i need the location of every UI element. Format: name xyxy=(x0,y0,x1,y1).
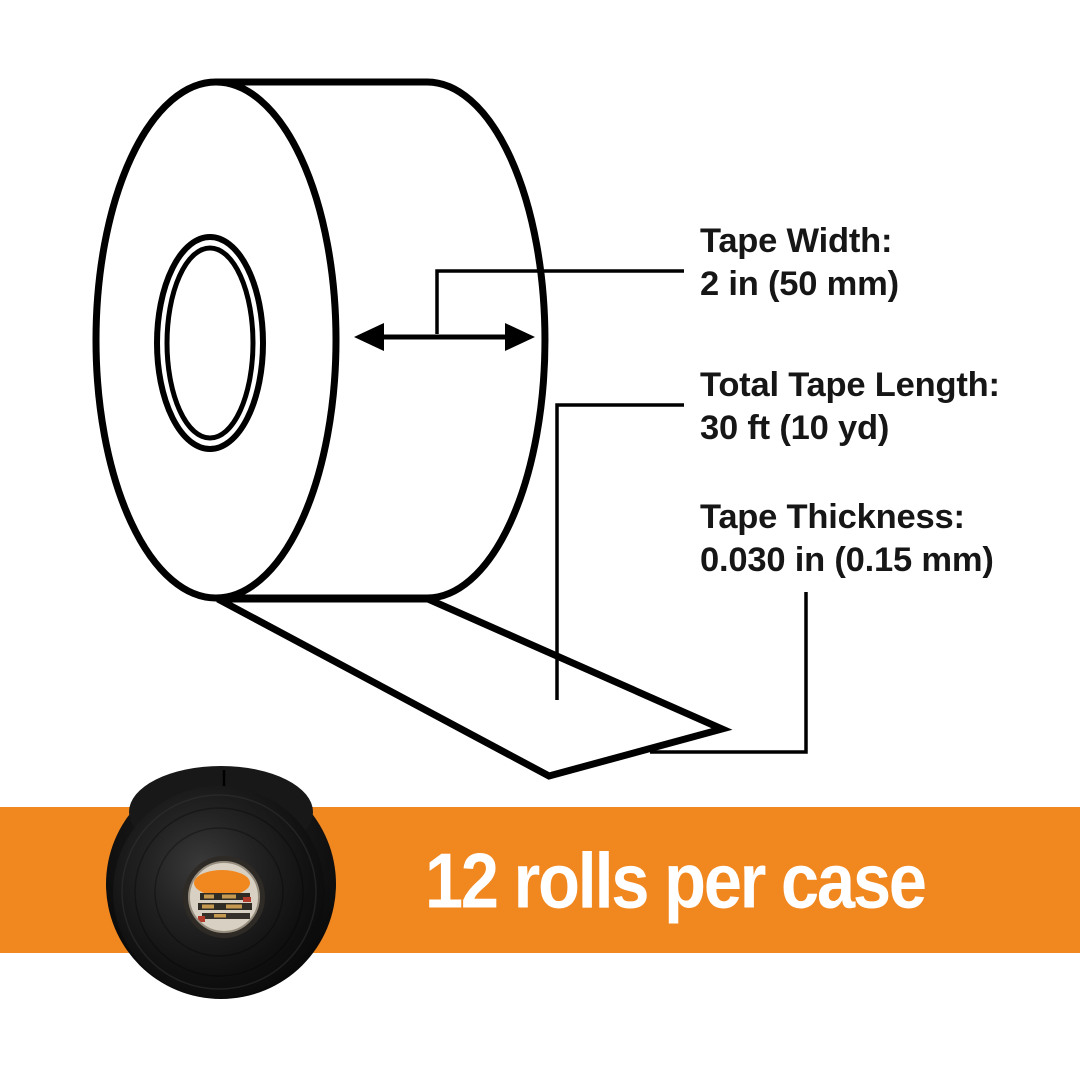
spec-title: Tape Thickness: xyxy=(700,498,965,536)
spec-value: 2 in (50 mm) xyxy=(700,265,899,303)
unrolled-tape-strip xyxy=(216,595,733,780)
roll-core-outer xyxy=(154,234,266,452)
length-leader-line xyxy=(555,403,684,700)
spec-value: 0.030 in (0.15 mm) xyxy=(700,541,994,579)
spec-tape-thickness: Tape Thickness: 0.030 in (0.15 mm) xyxy=(700,496,1060,582)
width-leader-line xyxy=(435,269,684,334)
spec-title: Total Tape Length: xyxy=(700,366,1000,404)
spec-total-tape-length: Total Tape Length: 30 ft (10 yd) xyxy=(700,364,1060,450)
core-label xyxy=(189,862,259,932)
photo-roll xyxy=(106,766,336,999)
width-arrow xyxy=(354,323,535,351)
roll-core-inner xyxy=(164,245,256,441)
spec-title: Tape Width: xyxy=(700,222,893,260)
thickness-leader-line xyxy=(650,592,808,754)
spec-tape-width: Tape Width: 2 in (50 mm) xyxy=(700,220,1060,306)
banner-text-wrap: 12 rolls per case xyxy=(270,807,1080,953)
banner-text: 12 rolls per case xyxy=(425,836,927,924)
spec-value: 30 ft (10 yd) xyxy=(700,409,890,447)
